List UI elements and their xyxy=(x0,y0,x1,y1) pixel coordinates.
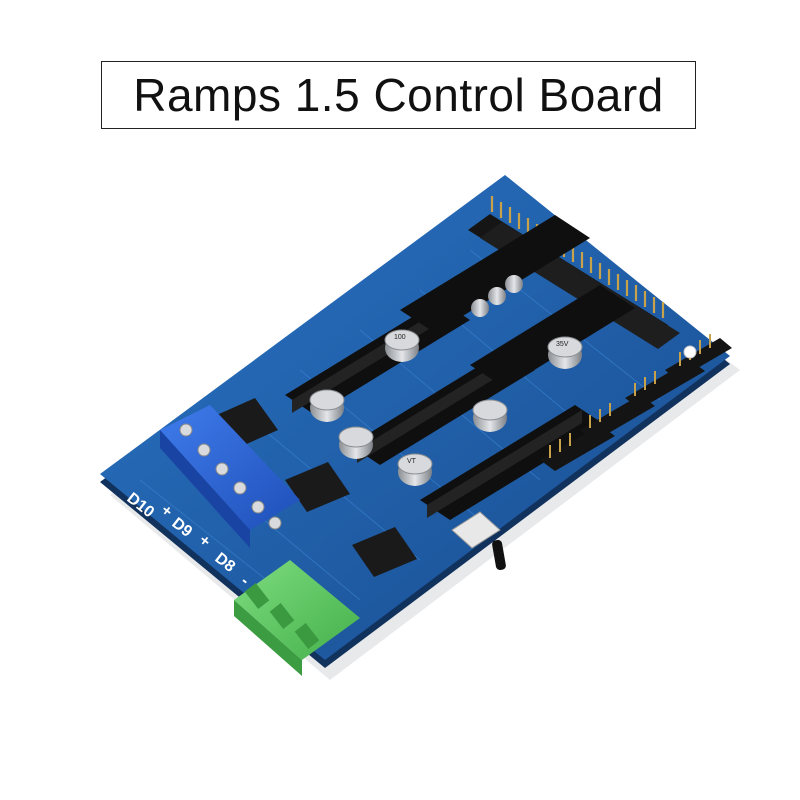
capacitor xyxy=(547,336,583,369)
right-header-pins xyxy=(549,334,711,458)
blue-screw-terminal xyxy=(160,405,300,548)
capacitor-marking: VT xyxy=(407,458,417,465)
capacitor-marking: 35V xyxy=(556,341,569,348)
capacitor xyxy=(397,453,433,486)
right-pin-headers xyxy=(540,338,732,471)
small-capacitors xyxy=(471,275,523,317)
title-text: Ramps 1.5 Control Board xyxy=(133,69,664,121)
capacitor xyxy=(309,389,345,422)
mosfets xyxy=(210,398,417,577)
capacitor xyxy=(338,426,374,459)
mounting-hole xyxy=(683,345,697,359)
capacitor xyxy=(384,329,420,362)
capacitor xyxy=(472,399,508,432)
green-power-terminal xyxy=(234,560,360,676)
capacitor-markings: 100 35V VT xyxy=(394,334,569,465)
capacitors xyxy=(309,275,583,486)
capacitor-marking: 100 xyxy=(394,334,406,341)
reset-button xyxy=(451,511,506,571)
title-box: Ramps 1.5 Control Board xyxy=(101,61,696,129)
